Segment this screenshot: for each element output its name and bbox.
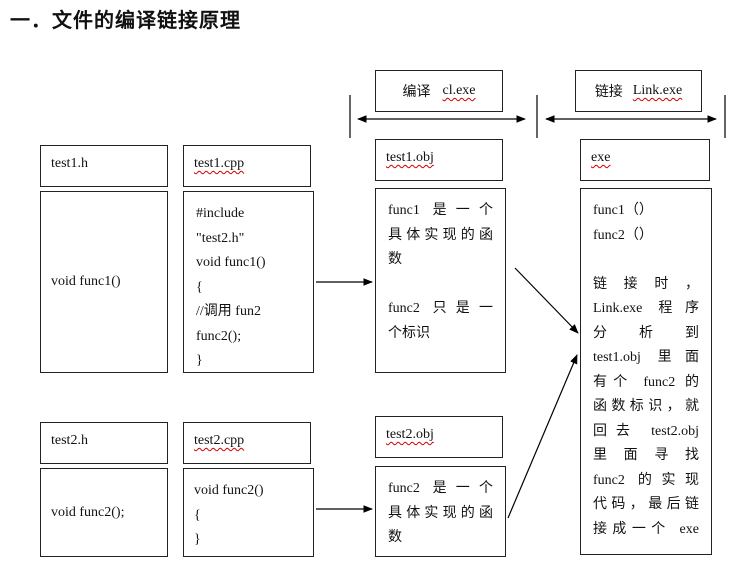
obj-line-blank bbox=[388, 273, 493, 298]
code-line: { bbox=[196, 279, 203, 295]
test2-cpp-body: void func2() { } bbox=[183, 468, 314, 557]
exe-header: exe bbox=[580, 139, 710, 181]
exe-line: 分析到 bbox=[593, 325, 699, 341]
exe-line: 代码，最后链 bbox=[593, 497, 699, 512]
test1-obj-body: func1 是一个 具体实现的函 数 func2 只是一 个标识 bbox=[375, 188, 506, 373]
test1-obj-header: test1.obj bbox=[375, 139, 503, 181]
code-line: void func1() bbox=[196, 255, 266, 270]
exe-line: func2 的实现 bbox=[593, 472, 699, 488]
exe-line: 里面寻找 bbox=[593, 448, 699, 463]
test2-cpp-header: test2.cpp bbox=[183, 422, 311, 464]
link-arrow-1 bbox=[514, 267, 579, 334]
exe-line-blank bbox=[593, 248, 699, 273]
exe-line: func2（） bbox=[593, 227, 653, 243]
compile-label: 编译 bbox=[402, 85, 431, 100]
code-line: } bbox=[194, 532, 201, 547]
test2-h-body: void func2(); bbox=[40, 468, 168, 557]
obj-line: func2 是一个 bbox=[388, 481, 493, 496]
link-label: 链接 bbox=[594, 85, 623, 100]
exe-line: 链接时， bbox=[593, 276, 699, 292]
link-stage-box: 链接 Link.exe bbox=[575, 70, 702, 112]
code-line: } bbox=[196, 353, 203, 368]
exe-line: test1.obj 里面 bbox=[593, 350, 699, 365]
obj-line: func1 是一个 bbox=[388, 203, 493, 218]
exe-line: 函数标识，就 bbox=[593, 399, 699, 414]
test1-cpp-body: #include "test2.h" void func1() { //调用 f… bbox=[183, 191, 314, 373]
obj-line: func2 只是一 bbox=[388, 301, 493, 316]
exe-line: Link.exe 程序 bbox=[593, 301, 699, 316]
compile-stage-box: 编译 cl.exe bbox=[375, 70, 503, 112]
code-line: func2(); bbox=[196, 328, 242, 344]
obj-line: 具体实现的函 bbox=[388, 227, 493, 243]
test2-h-header: test2.h bbox=[40, 422, 168, 464]
test1-cpp-header: test1.cpp bbox=[183, 145, 311, 187]
code-line: void func2() bbox=[194, 483, 264, 498]
exe-line: 接成一个 exe bbox=[593, 521, 699, 537]
test1-h-header: test1.h bbox=[40, 145, 168, 187]
test2-obj-body: func2 是一个 具体实现的函 数 bbox=[375, 466, 506, 557]
obj-line: 个标识 bbox=[388, 325, 430, 341]
code-line: //调用 fun2 bbox=[196, 304, 261, 319]
code-line: { bbox=[194, 507, 201, 523]
test1-h-body: void func1() bbox=[40, 191, 168, 373]
link-tool: Link.exe bbox=[632, 83, 683, 98]
test2-obj-header: test2.obj bbox=[375, 416, 503, 458]
exe-line: func1（） bbox=[593, 203, 653, 218]
exe-line: 有个 func2 的 bbox=[593, 374, 699, 390]
obj-line: 数 bbox=[388, 530, 402, 545]
code-line: "test2.h" bbox=[196, 230, 245, 246]
exe-body: func1（） func2（） 链接时， Link.exe 程序 分析到 tes… bbox=[580, 188, 712, 555]
code-line: #include bbox=[196, 206, 245, 221]
compile-tool: cl.exe bbox=[442, 83, 476, 98]
obj-line: 具体实现的函 bbox=[388, 505, 493, 521]
exe-line: 回去 test2.obj bbox=[593, 423, 699, 439]
link-arrow-2 bbox=[507, 354, 578, 519]
obj-line: 数 bbox=[388, 252, 402, 267]
page-title: 一．文件的编译链接原理 bbox=[10, 8, 241, 32]
